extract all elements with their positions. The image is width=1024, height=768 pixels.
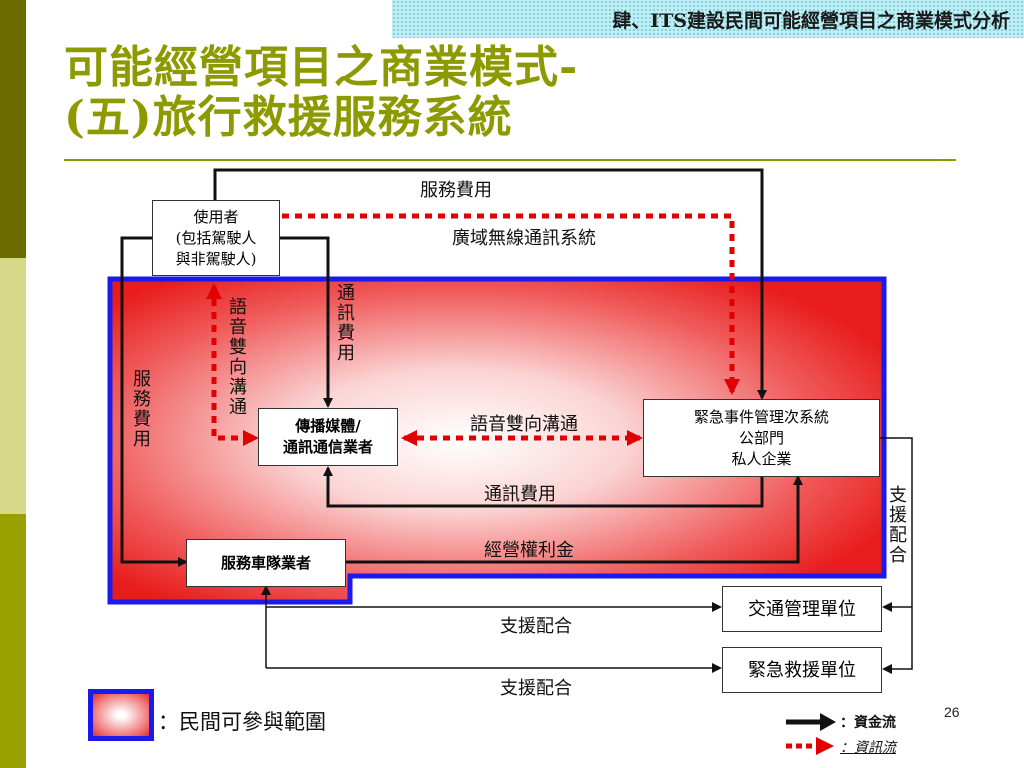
label-comm-fee-horizontal: 通訊費用 [484,484,556,505]
node-user-line2: (包括駕駛人 [175,228,257,247]
flow-support-vertical [880,437,913,674]
flow-wide-area [282,213,740,395]
node-emergency: 緊急事件管理次系統 公部門 私人企業 [643,399,880,477]
legend-region-label: ：民間可參與範圍 [158,710,326,734]
legend-region-swatch [88,689,154,741]
label-support-rescue: 支援配合 [500,678,572,699]
node-traffic-line1: 交通管理單位 [748,598,856,620]
label-voice-vertical: 語音雙向溝通 [229,297,247,418]
flow-royalty [346,475,803,564]
legend-info-label: ：資訊流 [840,740,896,756]
node-emergency-line2: 公部門 [738,428,784,447]
side-stripe-dark [0,0,26,258]
title-rule [64,159,956,161]
header-band: 肆、ITS建設民間可能經營項目之商業模式分析 [392,0,1024,38]
header-text: 肆、ITS建設民間可能經營項目之商業模式分析 [612,10,1010,32]
flow-service-fee-left [120,236,188,567]
node-rescue: 緊急救援單位 [722,647,882,693]
node-fleet-line1: 服務車隊業者 [220,553,311,572]
node-rescue-line1: 緊急救援單位 [748,659,856,681]
label-voice-horizontal: 語音雙向溝通 [470,414,578,435]
label-support-traffic: 支援配合 [500,616,572,637]
node-media: 傳播媒體/ 通訊通信業者 [258,408,398,466]
flow-comm-fee-vertical [280,236,333,408]
side-stripe-olive [0,514,26,768]
label-service-fee-vertical: 服務費用 [133,369,151,450]
label-wide-area: 廣域無線通訊系統 [452,228,596,249]
legend-money-label: ：資金流 [840,715,896,731]
node-media-line2: 通訊通信業者 [282,438,373,456]
node-emergency-line3: 私人企業 [731,449,792,468]
page-title-line2: (五)旅行救援服務系統 [64,92,513,143]
node-traffic: 交通管理單位 [722,586,882,632]
node-media-line1: 傳播媒體/ [295,417,361,435]
label-royalty: 經營權利金 [484,540,574,561]
node-emergency-line1: 緊急事件管理次系統 [693,407,829,426]
flow-service-fee-top [213,168,767,400]
node-user: 使用者 (包括駕駛人 與非駕駛人) [152,200,280,276]
node-fleet: 服務車隊業者 [186,539,346,587]
label-comm-fee-vertical: 通訊費用 [337,283,355,364]
page-number: 26 [944,704,960,720]
page-title-line1: 可能經營項目之商業模式- [64,42,579,93]
node-user-line3: 與非駕駛人) [175,249,257,268]
node-user-line1: 使用者 [193,207,239,226]
label-support-vertical: 支援配合 [889,485,907,566]
side-stripe-light [0,258,26,514]
label-service-fee-top: 服務費用 [420,180,492,201]
flow-comm-fee-horizontal [323,466,764,508]
